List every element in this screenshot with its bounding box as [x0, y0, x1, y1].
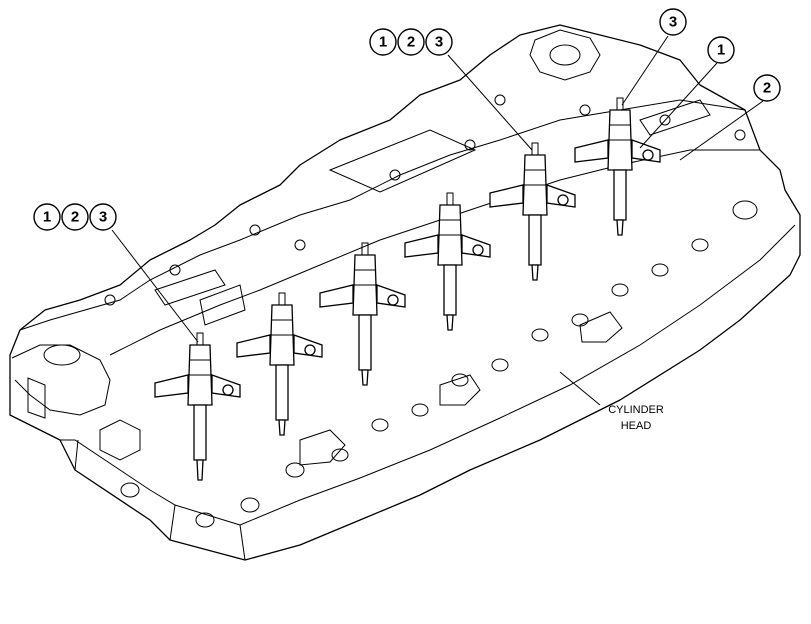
cylinder-head-label-line2: HEAD: [621, 420, 652, 432]
leader-single-2: [679, 100, 764, 161]
injector-1: [154, 332, 241, 481]
callout-number: 3: [99, 209, 107, 226]
callout-number: 1: [43, 209, 51, 226]
callout-group-middle: 1 2 3: [369, 28, 453, 56]
injectors: [154, 97, 661, 481]
cylinder-head-label-line1: CYLINDER: [608, 404, 664, 416]
leader-single-3: [621, 35, 669, 106]
leader-group-middle: [447, 54, 533, 151]
injector-3: [319, 242, 406, 386]
callout-number: 2: [763, 80, 771, 97]
callout-number: 2: [407, 34, 415, 51]
callout-number: 2: [71, 209, 79, 226]
leader-lines: [111, 35, 764, 406]
callout-single-2: 2: [753, 74, 781, 102]
injector-4: [404, 192, 491, 331]
leader-cylinder-head: [559, 371, 601, 406]
callout-single-1: 1: [707, 36, 735, 64]
injector-5: [489, 142, 576, 281]
callout-number: 3: [435, 34, 443, 51]
callout-group-left: 1 2 3: [33, 203, 117, 231]
leader-group-left: [111, 229, 199, 343]
leader-single-1: [639, 62, 718, 149]
injector-6: [574, 97, 661, 236]
callout-number: 1: [717, 42, 725, 59]
cylinder-head-body: [9, 24, 801, 561]
injector-2: [236, 292, 323, 436]
callout-number: 3: [669, 14, 677, 31]
cylinder-head-label: CYLINDER HEAD: [608, 404, 664, 432]
callout-number: 1: [379, 34, 387, 51]
callout-single-3: 3: [659, 8, 687, 36]
